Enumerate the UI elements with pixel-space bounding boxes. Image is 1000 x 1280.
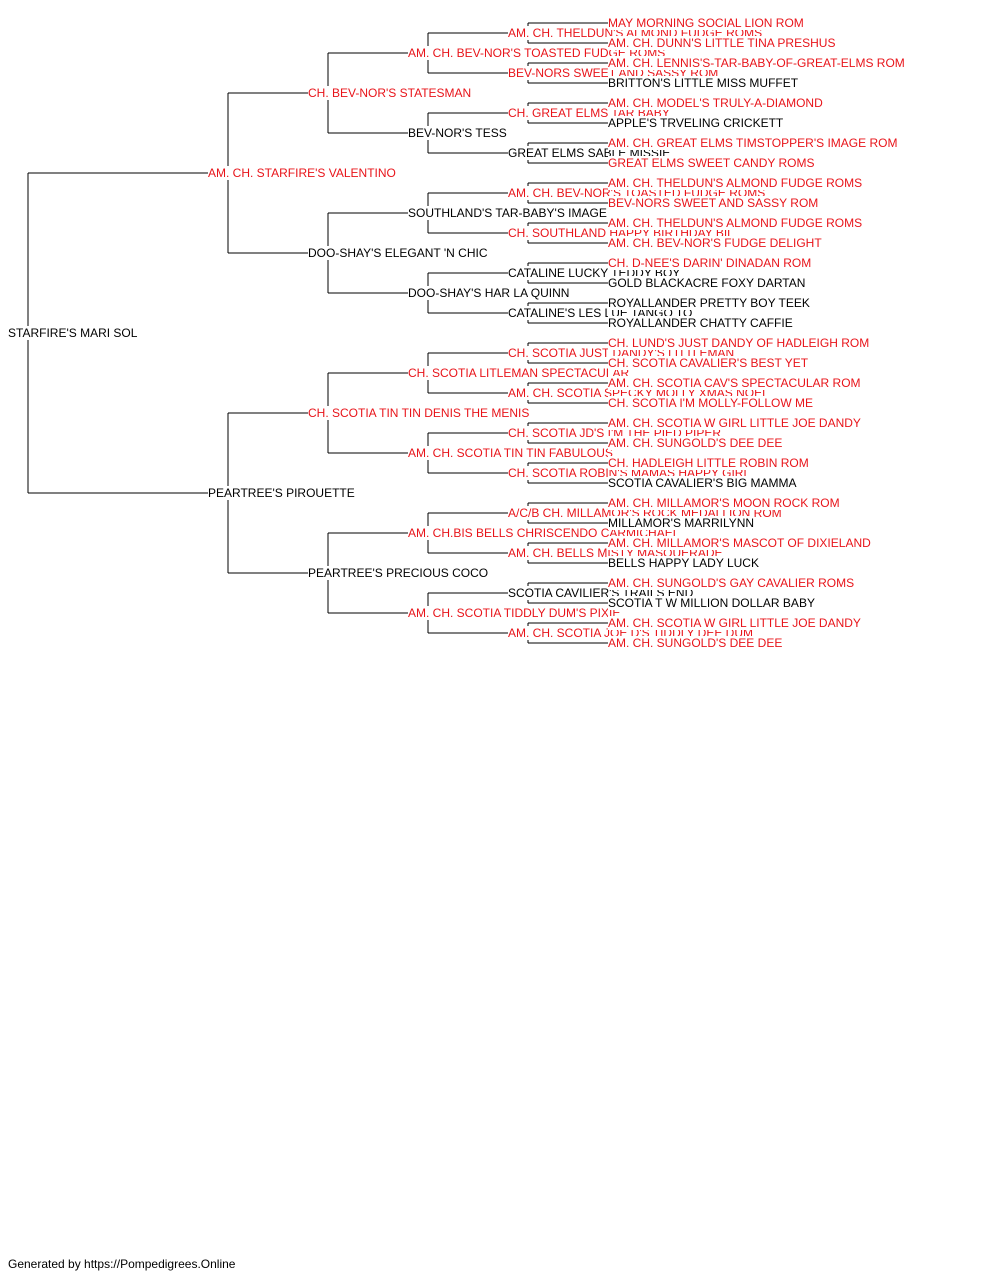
pedigree-entry-gen5: AM. CH. MILLAMOR'S MASCOT OF DIXIELAND [608,536,871,550]
pedigree-entry-gen3: BEV-NOR'S TESS [408,126,507,140]
pedigree-entry-gen5: BELLS HAPPY LADY LUCK [608,556,759,570]
pedigree-entry-gen3: CH. SCOTIA LITLEMAN SPECTACULAR [408,366,630,380]
pedigree-entry-gen0: STARFIRE'S MARI SOL [8,326,138,340]
pedigree-entry-gen2: CH. SCOTIA TIN TIN DENIS THE MENIS [308,406,530,420]
pedigree-entry-gen5: AM. CH. SUNGOLD'S DEE DEE [608,636,783,650]
footer-credit: Generated by https://Pompedigrees.Online [8,1257,236,1271]
pedigree-entry-gen5: AM. CH. SUNGOLD'S GAY CAVALIER ROMS [608,576,855,590]
pedigree-entry-gen5: MILLAMOR'S MARRILYNN [608,516,755,530]
pedigree-entry-gen5: AM. CH. SUNGOLD'S DEE DEE [608,436,783,450]
pedigree-entry-gen5: ROYALLANDER PRETTY BOY TEEK [608,296,810,310]
pedigree-entry-gen5: SCOTIA T W MILLION DOLLAR BABY [608,596,815,610]
pedigree-entry-gen5: AM. CH. THELDUN'S ALMOND FUDGE ROMS [608,216,863,230]
pedigree-entry-gen2: CH. BEV-NOR'S STATESMAN [308,86,472,100]
pedigree-entry-gen5: AM. CH. SCOTIA W GIRL LITTLE JOE DANDY [608,416,861,430]
pedigree-entry-gen2: PEARTREE'S PRECIOUS COCO [308,566,489,580]
pedigree-entry-gen5: BEV-NORS SWEET AND SASSY ROM [608,196,819,210]
pedigree-entry-gen5: CH. D-NEE'S DARIN' DINADAN ROM [608,256,812,270]
pedigree-entry-gen5: AM. CH. MILLAMOR'S MOON ROCK ROM [608,496,840,510]
pedigree-entry-gen5: AM. CH. SCOTIA W GIRL LITTLE JOE DANDY [608,616,861,630]
pedigree-entry-gen5: CH. HADLEIGH LITTLE ROBIN ROM [608,456,809,470]
pedigree-entry-gen5: APPLE'S TRVELING CRICKETT [608,116,784,130]
pedigree-entry-gen3: AM. CH. SCOTIA TIN TIN FABULOUS [408,446,613,460]
pedigree-entry-gen5: AM. CH. MODEL'S TRULY-A-DIAMOND [608,96,823,110]
pedigree-entry-gen5: AM. CH. BEV-NOR'S FUDGE DELIGHT [608,236,822,250]
pedigree-entry-gen1: AM. CH. STARFIRE'S VALENTINO [208,166,396,180]
pedigree-entry-gen1: PEARTREE'S PIROUETTE [208,486,355,500]
pedigree-entry-gen5: CH. SCOTIA CAVALIER'S BEST YET [608,356,809,370]
pedigree-entry-gen5: CH. SCOTIA I'M MOLLY-FOLLOW ME [608,396,813,410]
pedigree-entry-gen3: AM. CH. SCOTIA TIDDLY DUM'S PIXIE [408,606,621,620]
pedigree-entry-gen5: MAY MORNING SOCIAL LION ROM [608,16,804,30]
pedigree-entry-gen3: DOO-SHAY'S HAR LA QUINN [408,286,570,300]
pedigree-entry-gen5: SCOTIA CAVALIER'S BIG MAMMA [608,476,797,490]
pedigree-entry-gen5: ROYALLANDER CHATTY CAFFIE [608,316,793,330]
pedigree-entry-gen5: AM. CH. GREAT ELMS TIMSTOPPER'S IMAGE RO… [608,136,898,150]
pedigree-entry-gen5: AM. CH. LENNIS'S-TAR-BABY-OF-GREAT-ELMS … [608,56,905,70]
pedigree-entry-gen5: AM. CH. SCOTIA CAV'S SPECTACULAR ROM [608,376,861,390]
pedigree-entry-gen5: AM. CH. THELDUN'S ALMOND FUDGE ROMS [608,176,863,190]
pedigree-entry-gen5: BRITTON'S LITTLE MISS MUFFET [608,76,799,90]
pedigree-entry-gen5: GREAT ELMS SWEET CANDY ROMS [608,156,815,170]
pedigree-entry-gen2: DOO-SHAY'S ELEGANT 'N CHIC [308,246,488,260]
pedigree-entry-gen5: GOLD BLACKACRE FOXY DARTAN [608,276,806,290]
pedigree-entry-gen5: AM. CH. DUNN'S LITTLE TINA PRESHUS [608,36,836,50]
pedigree-entry-gen3: AM. CH. BEV-NOR'S TOASTED FUDGE ROMS [408,46,666,60]
pedigree-entry-gen5: CH. LUND'S JUST DANDY OF HADLEIGH ROM [608,336,870,350]
pedigree-entry-gen3: SOUTHLAND'S TAR-BABY'S IMAGE [408,206,607,220]
